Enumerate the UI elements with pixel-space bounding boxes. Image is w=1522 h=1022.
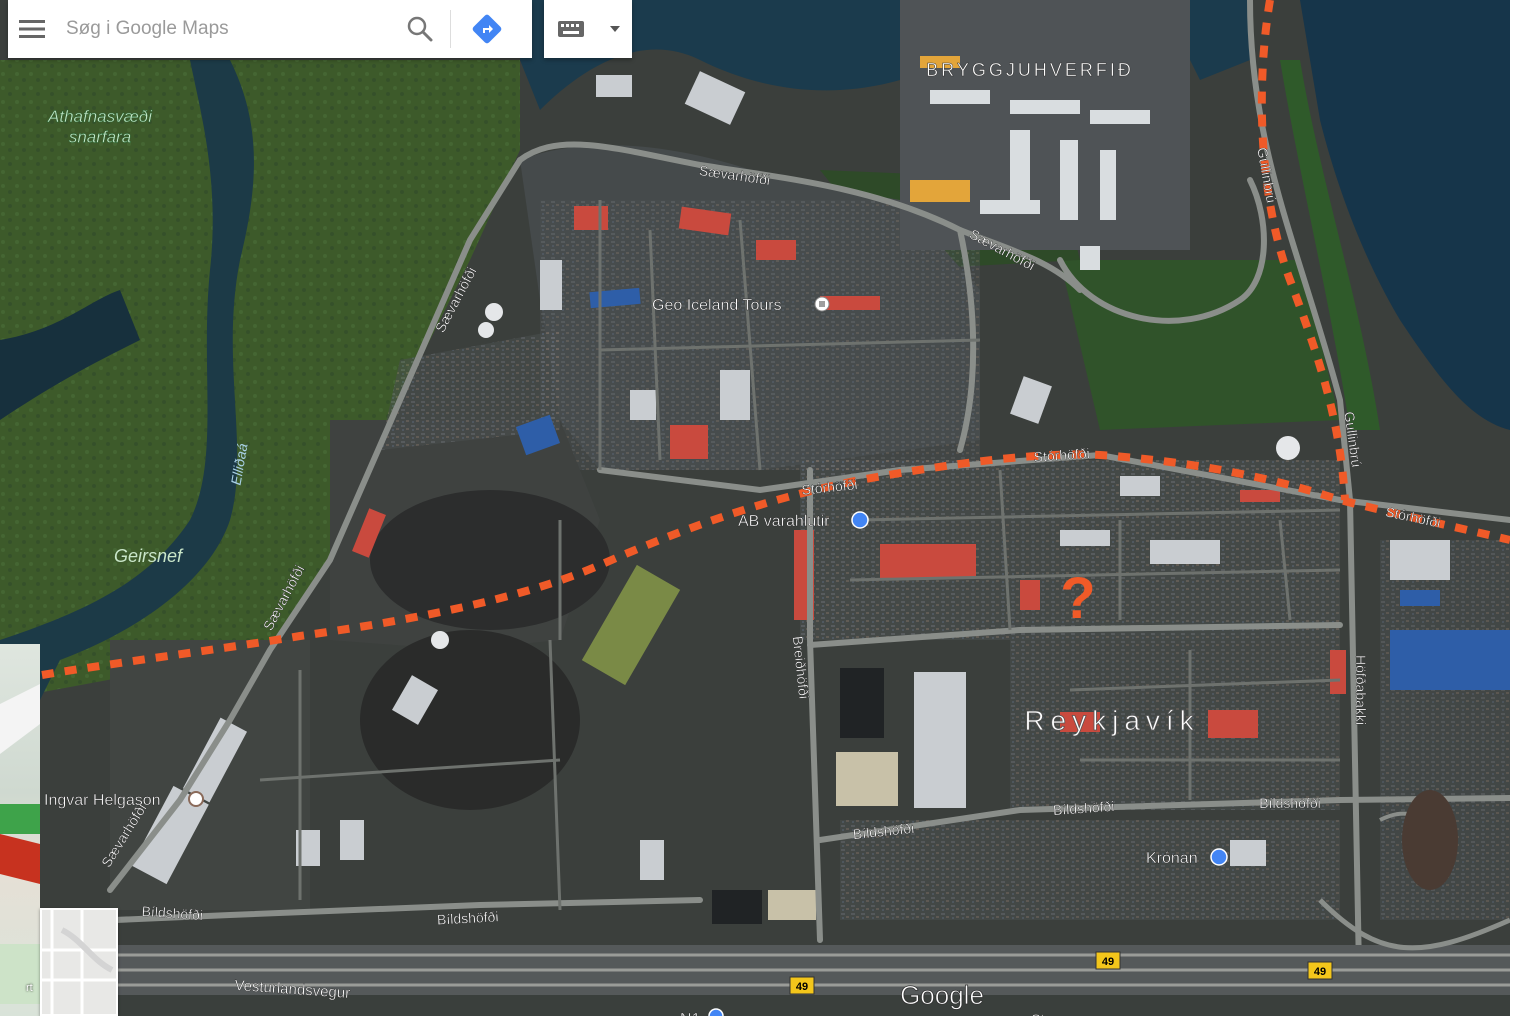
shopping-cart-pin-icon: [1210, 848, 1228, 866]
keyboard-button[interactable]: [544, 0, 598, 58]
road-shield-number: 49: [796, 981, 808, 993]
search-button[interactable]: [396, 0, 444, 58]
menu-button[interactable]: [8, 0, 56, 58]
search-icon: [407, 16, 433, 42]
keyboard-icon: [558, 21, 584, 37]
divider: [450, 10, 451, 48]
road-shield-number: 49: [1314, 966, 1326, 978]
area-label-geirsnef: Geirsnef: [114, 546, 184, 566]
directions-button[interactable]: [457, 0, 517, 58]
street-label-gullinbru-low: Gullinbrú: [1341, 410, 1365, 468]
question-mark-annotation: ?: [1060, 566, 1095, 631]
road-shield-49: 49: [1307, 961, 1333, 980]
menu-icon: [19, 20, 45, 38]
street-label-bildshofdi-3: Bíldshöfði: [852, 820, 915, 842]
street-label-storhofdi-1: Stórhöfði: [801, 476, 858, 498]
place-pin-icon: [188, 791, 204, 807]
street-label-bildshofdi-2: Bíldshöfði: [437, 908, 499, 927]
google-logo: Google: [900, 980, 984, 1010]
place-geo-iceland-tours[interactable]: Geo Iceland Tours: [652, 296, 830, 314]
place-label-geo-iceland: Geo Iceland Tours: [652, 297, 782, 314]
route-line-west-east: [41, 450, 1511, 679]
street-label-bildshofdi-1: Bíldshöfði: [141, 903, 203, 923]
road-shield-49: 49: [789, 976, 815, 995]
place-label-kronan: Krónan: [1146, 850, 1198, 867]
layer-label: rt: [26, 982, 33, 994]
place-label-ab-varahlutir: AB varahlutir: [738, 513, 830, 530]
road-shield-49: 49: [1095, 951, 1121, 970]
place-label-ingvar: Ingvar Helgason: [44, 792, 161, 809]
input-tools: [544, 0, 632, 58]
city-label-reykjavik: Reykjavík: [1024, 705, 1199, 736]
page-edge: [1510, 0, 1522, 1022]
car-pin-icon: [851, 511, 869, 529]
search-input[interactable]: [56, 9, 396, 49]
place-ab-varahlutir[interactable]: AB varahlutir: [738, 511, 869, 530]
keyboard-dropdown[interactable]: [598, 0, 632, 58]
directions-icon: [472, 14, 502, 44]
caret-down-icon: [610, 26, 620, 32]
route-line-north: [1257, 0, 1349, 501]
road-shield-number: 49: [1102, 956, 1114, 968]
street-view-panel[interactable]: [0, 644, 40, 1016]
street-label-storhofdi-2: Stórhöfði: [1033, 445, 1090, 465]
river-label-ellidaa: Elliðaá: [228, 442, 251, 486]
street-label-hofdabakki: Höfðabakki: [1353, 655, 1369, 725]
street-label-bildshofdi-5: Bíldshöfði: [1259, 795, 1320, 811]
place-ingvar-helgason[interactable]: Ingvar Helgason: [44, 791, 204, 809]
search-box: [8, 0, 532, 58]
area-label-bryggjuhverfid: BRYGGJUHVERFIÐ: [926, 60, 1134, 80]
place-kronan[interactable]: Krónan: [1146, 848, 1228, 867]
map-layer-toggle[interactable]: [40, 908, 118, 1016]
page-edge: [0, 1016, 1522, 1022]
street-label-bildshofdi-4: Bíldshöfði: [1052, 798, 1114, 818]
place-pin-glyph: [819, 301, 825, 307]
street-label-breidhofdi: Breiðhöfði: [790, 635, 813, 699]
